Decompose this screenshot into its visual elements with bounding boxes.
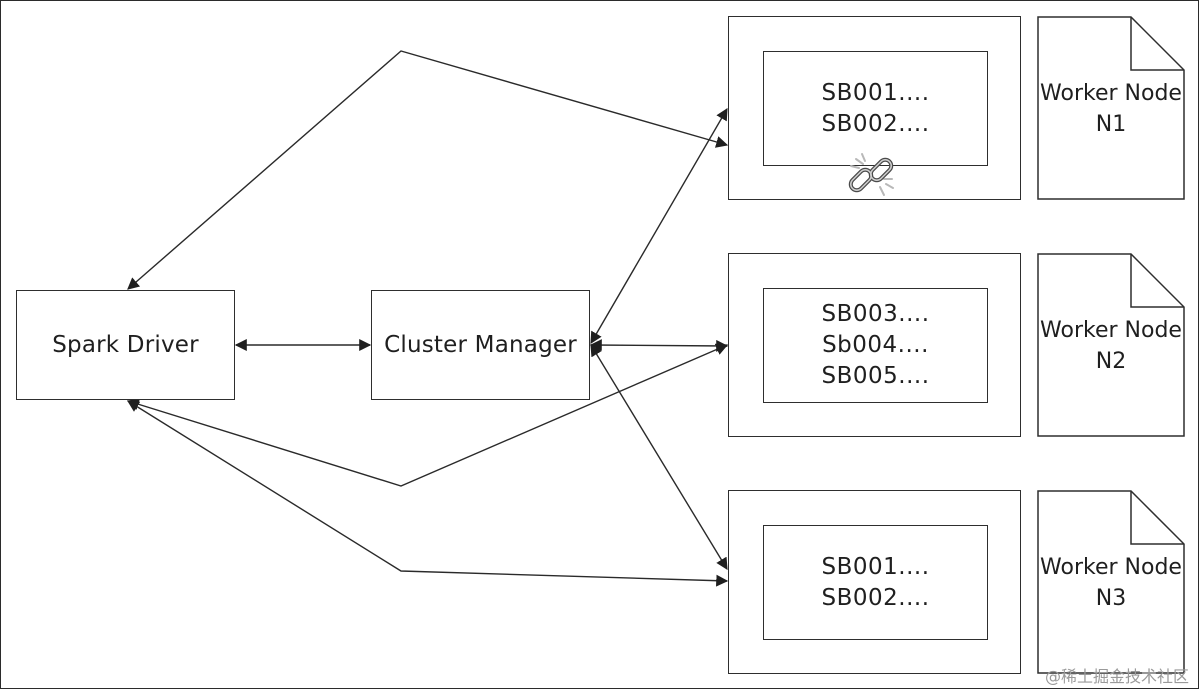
document-shape-icon (1037, 16, 1185, 200)
worker-node-n1-label: Worker Node N1 (1037, 78, 1185, 140)
worker-node-label-line2: N2 (1095, 349, 1127, 374)
worker-node-label-line1: Worker Node (1040, 318, 1182, 343)
block-item: SB003.... (821, 301, 930, 327)
worker-node-n2-label: Worker Node N2 (1037, 315, 1185, 377)
driver-worker3-arrow (126, 400, 729, 587)
spark-driver-box: Spark Driver (16, 290, 235, 400)
document-shape-icon (1037, 490, 1185, 674)
worker-node-n3-doc: Worker Node N3 (1037, 490, 1185, 674)
cluster-worker3-arrow (590, 343, 728, 571)
block-item: SB002.... (821, 584, 930, 611)
block-item: SB002.... (821, 110, 930, 137)
block-item: Sb004.... (822, 332, 929, 358)
cluster-worker1-arrow (590, 107, 728, 345)
broken-chain-icon (848, 153, 894, 196)
worker1-block-list: SB001.... SB002.... (763, 51, 988, 166)
cluster-manager-label: Cluster Manager (384, 331, 577, 358)
worker2-block-list: SB003.... Sb004.... SB005.... (763, 288, 988, 403)
worker-node-label-line2: N3 (1095, 586, 1127, 611)
spark-driver-label: Spark Driver (52, 331, 199, 358)
worker2-container: SB003.... Sb004.... SB005.... (728, 253, 1021, 437)
worker-node-label-line2: N1 (1095, 112, 1127, 137)
block-item: SB001.... (821, 553, 930, 580)
block-item: SB001.... (821, 79, 930, 106)
worker3-container: SB001.... SB002.... (728, 490, 1021, 674)
watermark: @稀土掘金技术社区 (1044, 667, 1189, 686)
cluster-manager-box: Cluster Manager (371, 290, 590, 400)
worker-node-label-line1: Worker Node (1040, 555, 1182, 580)
block-item: SB005.... (821, 363, 930, 389)
driver-worker1-arrow (127, 50, 729, 290)
document-shape-icon (1037, 253, 1185, 437)
worker-node-n1-doc: Worker Node N1 (1037, 16, 1185, 200)
worker-node-n3-label: Worker Node N3 (1037, 552, 1185, 614)
worker3-block-list: SB001.... SB002.... (763, 525, 988, 640)
cluster-worker2-arrow (589, 339, 729, 352)
worker-node-label-line1: Worker Node (1040, 81, 1182, 106)
worker-node-n2-doc: Worker Node N2 (1037, 253, 1185, 437)
